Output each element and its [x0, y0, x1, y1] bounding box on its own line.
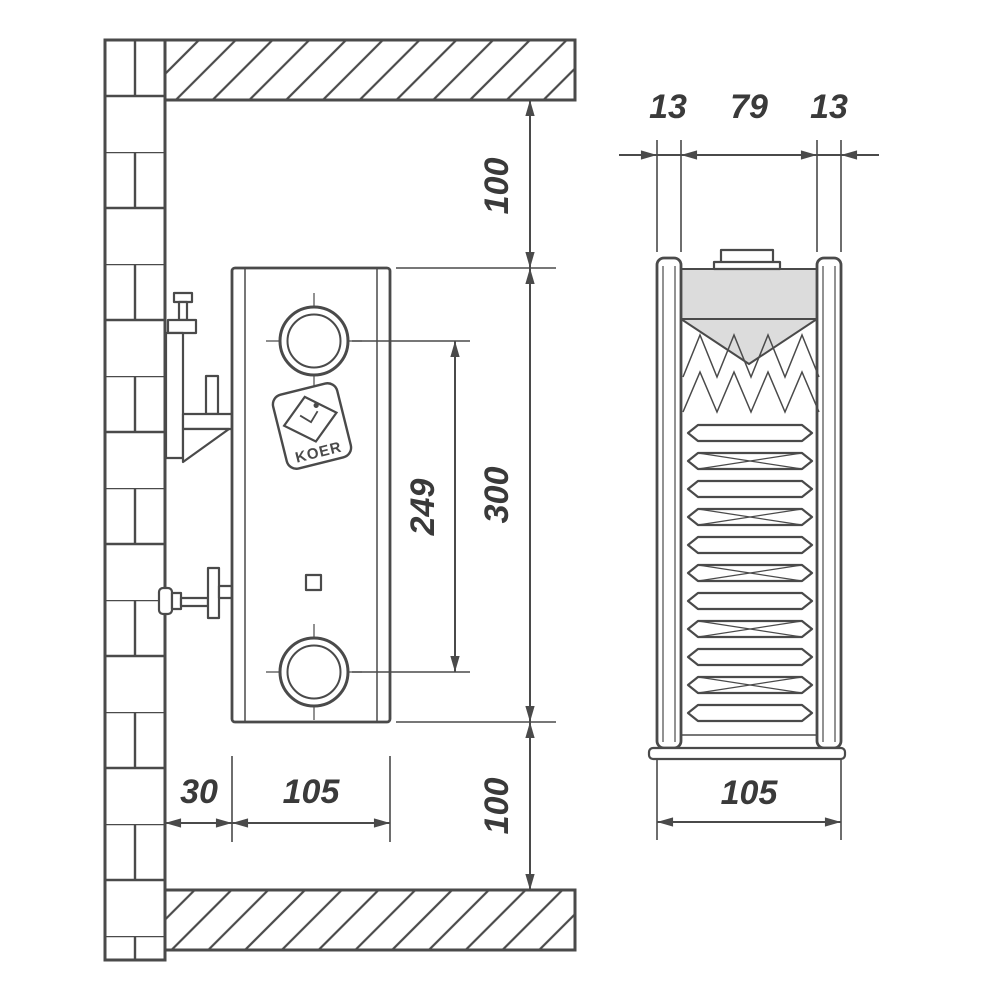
section-left-panel	[655, 256, 683, 750]
dim-side-depth: 105	[283, 773, 341, 811]
anchor-tab	[217, 584, 234, 600]
pipe-connection-bottom	[266, 624, 362, 720]
radiator-side-view: KOER	[230, 266, 392, 724]
koer-logo: KOER	[271, 382, 353, 470]
dim-wall-offset: 30	[180, 773, 218, 811]
anchor-collar	[170, 591, 183, 611]
anchor-shaft	[179, 596, 210, 608]
section-header	[680, 268, 818, 320]
convector-fins-lower	[682, 370, 820, 414]
convector-slots	[686, 423, 814, 723]
section-right-panel	[815, 256, 843, 750]
bleed-valve-body	[166, 318, 198, 335]
dimensions-side-view: 100 300 100 249 30 105	[165, 100, 556, 890]
logo-dot	[313, 402, 319, 408]
dim-pipe-spacing: 249	[404, 479, 442, 537]
section-cap-flange	[712, 260, 782, 271]
anchor-plate	[206, 566, 221, 620]
ceiling-beam	[163, 38, 577, 102]
dim-panel-right: 13	[810, 88, 848, 126]
dim-core-width: 79	[730, 88, 768, 126]
wall-bracket-bottom	[157, 566, 234, 620]
pipe-connection-top	[266, 293, 362, 389]
logo-diamond	[282, 395, 339, 443]
bracket-hook	[204, 374, 220, 416]
bleed-valve-cap	[172, 291, 194, 304]
dim-top-clearance: 100	[478, 158, 516, 215]
convector-fins-upper	[682, 333, 820, 379]
floor-beam	[163, 888, 577, 952]
brick-wall	[103, 38, 167, 962]
logo-mark	[299, 410, 319, 424]
bracket-wall-plate	[164, 331, 185, 460]
section-funnel	[677, 318, 821, 366]
dim-bottom-clearance: 100	[478, 778, 516, 835]
bracket-arm	[181, 412, 234, 431]
anchor-knob	[157, 586, 174, 616]
section-base-plate	[647, 746, 847, 761]
dim-panel-left: 13	[649, 88, 687, 126]
drain-vent-square	[304, 573, 323, 592]
dimensions-section-view: 13 79 13 105	[619, 88, 879, 840]
bleed-valve-stem	[177, 300, 189, 322]
radiator-section-view	[647, 248, 847, 761]
dim-radiator-height: 300	[478, 467, 516, 524]
wall-bracket-top	[164, 291, 234, 464]
dim-section-depth: 105	[721, 774, 779, 812]
bracket-gusset	[181, 427, 231, 464]
